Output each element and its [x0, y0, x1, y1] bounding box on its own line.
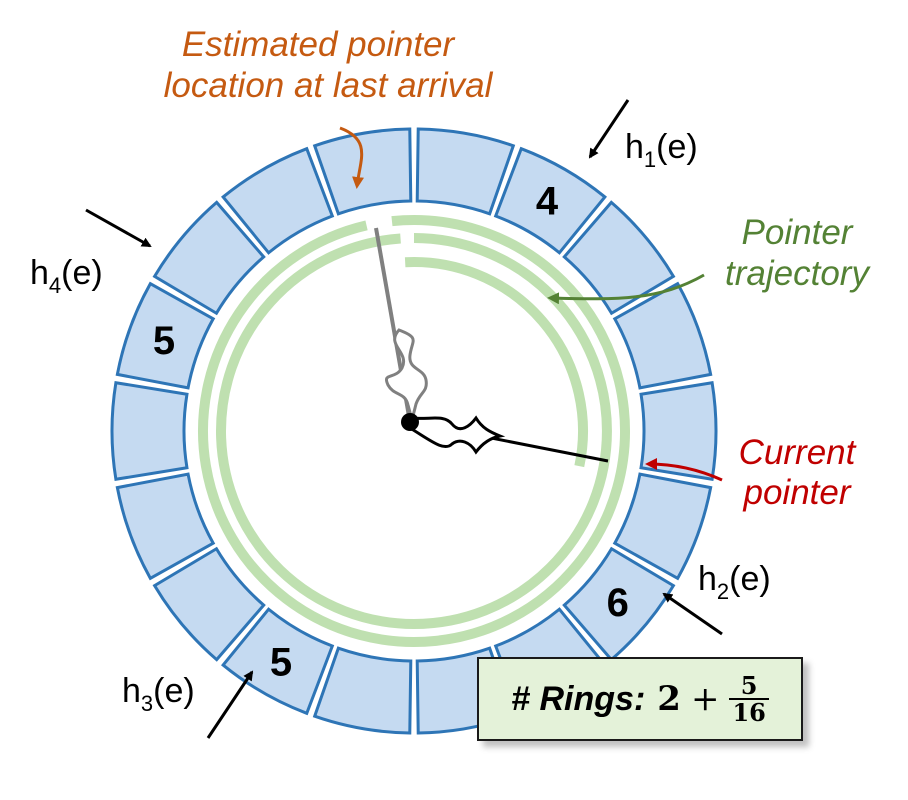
ring-segment	[312, 127, 413, 216]
segment-value: 5	[153, 319, 175, 363]
ring-segment	[312, 646, 413, 735]
estimated-pointer-hand	[374, 227, 428, 426]
trajectory-annotation: Pointer trajectory	[547, 213, 871, 305]
trajectory-outer-ring	[198, 215, 630, 647]
trajectory-inner-ring	[404, 257, 588, 468]
hash-label-h2: h2(e)	[662, 560, 771, 636]
ring-segment	[612, 281, 713, 390]
rings-denominator: 16	[729, 698, 769, 725]
h1-arg: (e)	[656, 128, 698, 166]
h2-arrow-icon	[662, 592, 723, 636]
h4-sub: 4	[49, 273, 61, 298]
h2-arg: (e)	[729, 560, 771, 598]
current-arrow-icon	[645, 458, 723, 482]
segment-value: 5	[270, 640, 292, 684]
current-label-line2: pointer	[742, 473, 851, 512]
rings-fraction: 5 16	[729, 670, 769, 725]
svg-text:h3(e): h3(e)	[122, 672, 195, 716]
ring-segment	[562, 546, 676, 662]
current-pointer-annotation: Current pointer	[645, 433, 857, 512]
trajectory-label-line1: Pointer	[742, 213, 854, 252]
ring-segment	[639, 380, 718, 482]
hash-label-h1: h1(e)	[588, 99, 698, 172]
rings-formula: 2 + 5 16	[657, 673, 769, 725]
h1-sub: 1	[644, 147, 656, 172]
svg-text:h1(e): h1(e)	[625, 128, 698, 172]
h3-sub: 3	[141, 691, 153, 716]
current-pointer-hand	[401, 413, 609, 463]
svg-text:h2(e): h2(e)	[698, 560, 771, 604]
ring-segment	[115, 281, 216, 390]
segment-value: 6	[607, 581, 629, 625]
rings-plus: +	[690, 679, 720, 719]
h3-arrow-icon	[206, 670, 254, 739]
ring-segment	[221, 607, 335, 716]
h3-arg: (e)	[153, 672, 195, 710]
ring-segment	[415, 127, 516, 216]
pointer-trajectory-arcs	[198, 215, 630, 647]
ring-segment	[493, 146, 607, 255]
h1-base: h	[625, 128, 644, 166]
h2-base: h	[698, 560, 717, 598]
rings-numerator: 5	[740, 670, 758, 700]
h4-arg: (e)	[61, 254, 103, 292]
trajectory-label-line2: trajectory	[725, 254, 871, 293]
estimated-pointer-annotation: Estimated pointer location at last arriv…	[164, 25, 494, 189]
ring-segment	[221, 146, 335, 255]
segment-value: 4	[536, 180, 559, 224]
hub-icon	[401, 413, 419, 431]
rings-count-box: # Rings: 2 + 5 16	[477, 657, 803, 741]
estimated-label-line1: Estimated pointer	[182, 25, 456, 64]
h4-arrow-icon	[85, 208, 152, 248]
svg-text:h4(e): h4(e)	[30, 254, 103, 298]
h2-sub: 2	[717, 579, 729, 604]
ring-segment	[152, 546, 266, 662]
ring-segment	[115, 472, 216, 581]
h4-base: h	[30, 254, 49, 292]
hash-label-h3: h3(e)	[122, 670, 254, 739]
estimated-arrow-icon	[339, 126, 364, 189]
h3-base: h	[122, 672, 141, 710]
ring-segment	[152, 200, 266, 316]
ring-segments: 4 6 5 5	[110, 127, 718, 735]
h1-arrow-icon	[588, 99, 630, 159]
current-label-line1: Current	[739, 433, 857, 472]
rings-label: # Rings:	[511, 679, 646, 718]
ring-segment	[110, 380, 189, 482]
ring-segment	[612, 472, 713, 581]
hash-label-h4: h4(e)	[30, 208, 152, 298]
trajectory-arrow-icon	[547, 273, 705, 305]
estimated-label-line2: location at last arrival	[164, 66, 494, 105]
trajectory-middle-ring	[216, 233, 612, 630]
rings-whole: 2	[657, 679, 681, 719]
